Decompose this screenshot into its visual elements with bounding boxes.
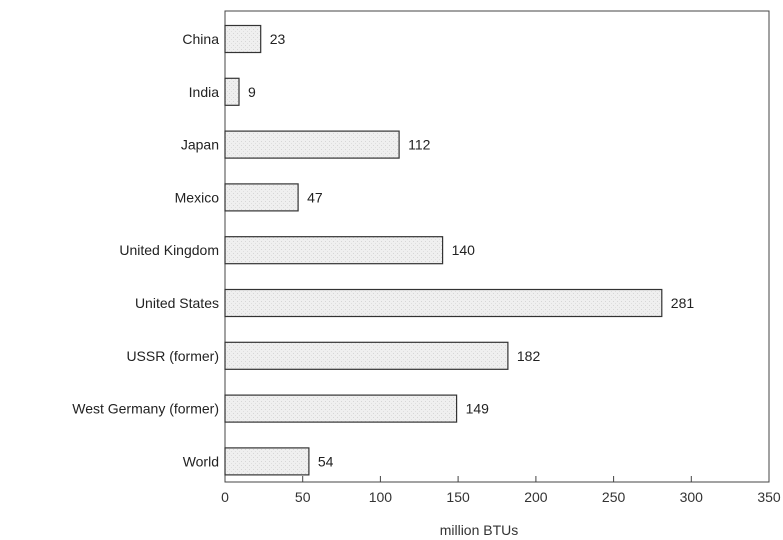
category-label: United States [135, 295, 219, 311]
bar [224, 183, 299, 212]
x-tick-label: 0 [221, 489, 229, 505]
bar [224, 288, 663, 318]
data-label: 9 [248, 84, 256, 100]
x-tick-label: 300 [680, 489, 704, 505]
data-label: 112 [408, 137, 431, 153]
data-label: 23 [270, 31, 286, 47]
data-label: 54 [318, 453, 334, 469]
x-tick-label: 250 [602, 489, 626, 505]
data-label: 140 [452, 242, 476, 258]
data-label: 182 [517, 348, 541, 364]
bar [224, 447, 310, 476]
bar [224, 24, 262, 54]
data-label: 149 [466, 401, 490, 417]
category-label: United Kingdom [119, 242, 219, 258]
x-tick-label: 350 [757, 489, 781, 505]
category-label: India [189, 84, 220, 100]
x-tick-label: 200 [524, 489, 548, 505]
category-label: West Germany (former) [72, 401, 219, 417]
category-label: Mexico [175, 189, 220, 205]
category-label: China [182, 31, 219, 47]
x-tick-label: 100 [369, 489, 393, 505]
data-label: 281 [671, 295, 695, 311]
category-label: World [183, 453, 219, 469]
bar [224, 130, 400, 159]
category-label: USSR (former) [126, 348, 219, 364]
x-ticks-group: 0 50 100 150 200 250 300 350 [221, 476, 781, 505]
category-label: Japan [181, 137, 219, 153]
bar [224, 341, 509, 370]
x-axis-title: million BTUs [440, 522, 519, 538]
bars-group [224, 24, 663, 476]
x-tick-label: 150 [446, 489, 470, 505]
value-labels-group: 23 9 112 47 140 281 182 149 54 [248, 31, 694, 469]
bar [224, 236, 444, 265]
bar [224, 77, 240, 106]
x-tick-label: 50 [295, 489, 311, 505]
data-label: 47 [307, 189, 323, 205]
bar [224, 394, 458, 423]
